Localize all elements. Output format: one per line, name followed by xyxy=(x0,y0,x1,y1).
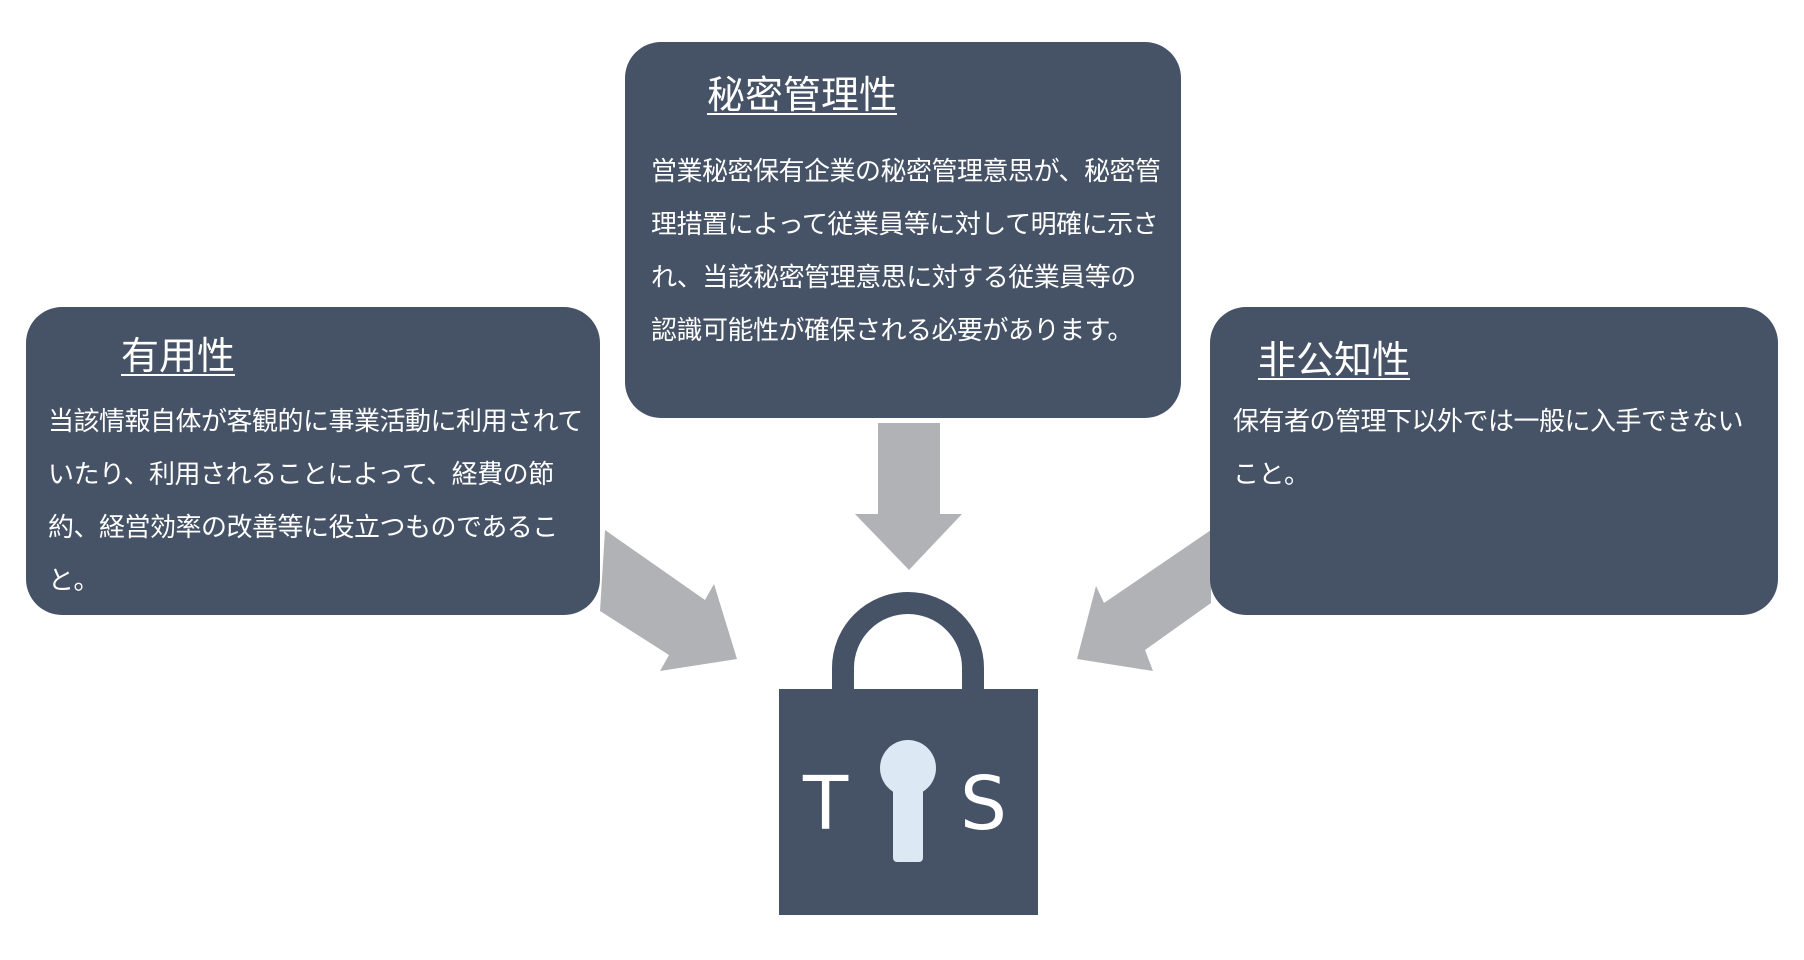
lock-letter-right: S xyxy=(960,761,1007,847)
card-description: 営業秘密保有企業の秘密管理意思が、秘密管理措置によって従業員等に対して明確に示さ… xyxy=(651,157,1161,346)
diagonal-arrow-left xyxy=(600,530,737,671)
card-title: 非公知性 xyxy=(1258,338,1411,382)
card-description: 当該情報自体が客観的に事業活動に利用されていたり、利用されることによって、経費の… xyxy=(48,407,583,596)
diagonal-arrow-right xyxy=(1077,530,1211,671)
card-usefulness: 有用性 当該情報自体が客観的に事業活動に利用されていたり、利用されることによって… xyxy=(26,307,600,615)
card-title: 有用性 xyxy=(121,334,236,378)
padlock-shackle xyxy=(832,592,984,690)
card-non-public: 非公知性 保有者の管理下以外では一般に入手できないこと。 xyxy=(1210,307,1778,615)
card-description: 保有者の管理下以外では一般に入手できないこと。 xyxy=(1233,407,1744,490)
lock-letter-left: T xyxy=(803,761,849,847)
keyhole-slot xyxy=(893,770,923,862)
card-secrecy-management: 秘密管理性 営業秘密保有企業の秘密管理意思が、秘密管理措置によって従業員等に対し… xyxy=(625,42,1181,418)
down-arrow xyxy=(855,423,962,570)
card-title: 秘密管理性 xyxy=(707,73,898,117)
